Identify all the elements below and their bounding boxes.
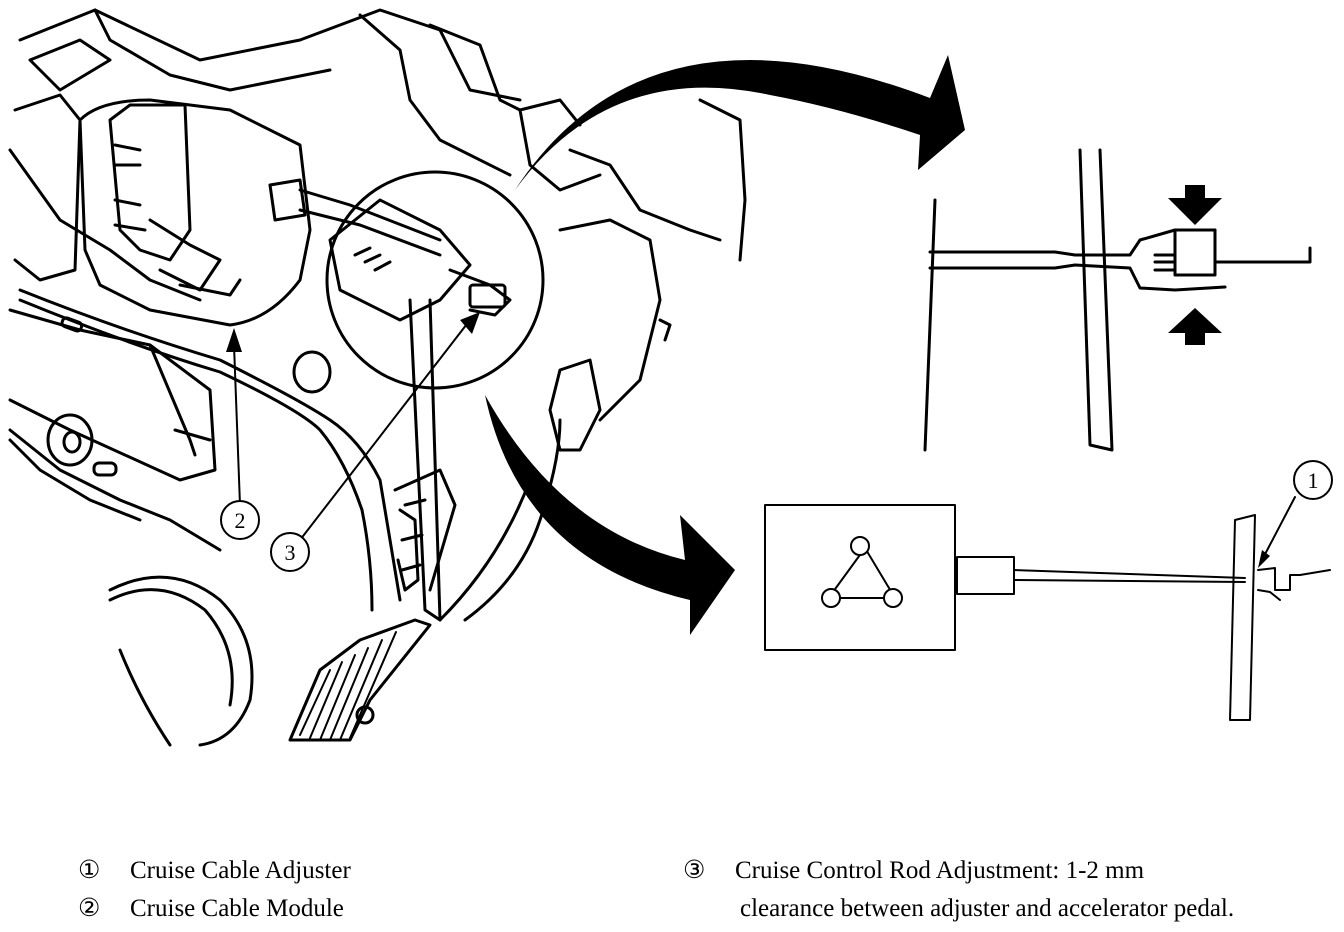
dash-panel-lineart: [8, 8, 747, 747]
legend-text-2: Cruise Cable Module: [130, 895, 344, 922]
legend-left: ① Cruise Cable Adjuster ② Cruise Cable M…: [78, 852, 351, 928]
bottom-detail: [764, 496, 1331, 721]
legend-item-3: ③ Cruise Control Rod Adjustment: 1-2 mm: [683, 852, 1234, 890]
callout-1-label: 1: [1308, 468, 1319, 493]
callout-2-label: 2: [235, 508, 246, 533]
curved-arrows: [485, 55, 965, 635]
legend-item-2: ② Cruise Cable Module: [78, 890, 351, 928]
leader-lines: [233, 319, 471, 541]
legend-text-3-cont: clearance between adjuster and accelerat…: [740, 895, 1235, 922]
callout-3-label: 3: [285, 540, 296, 565]
legend-text-1: Cruise Cable Adjuster: [130, 857, 351, 884]
legend-num-2: ②: [78, 895, 101, 922]
legend-num-1: ①: [78, 857, 101, 884]
squeeze-arrows: [1168, 185, 1222, 345]
callout-1: 1: [1293, 460, 1333, 500]
legend-item-1: ① Cruise Cable Adjuster: [78, 852, 351, 890]
legend-text-3: Cruise Control Rod Adjustment: 1-2 mm: [735, 857, 1145, 884]
legend-right: ③ Cruise Control Rod Adjustment: 1-2 mm …: [683, 852, 1234, 928]
legend-num-3: ③: [683, 857, 706, 884]
detail-circle: [325, 170, 545, 390]
cruise-cable-diagram: 1 2 3: [8, 8, 1333, 747]
top-detail: [923, 148, 1312, 452]
callout-2: 2: [220, 500, 260, 540]
callout-3: 3: [270, 532, 310, 572]
